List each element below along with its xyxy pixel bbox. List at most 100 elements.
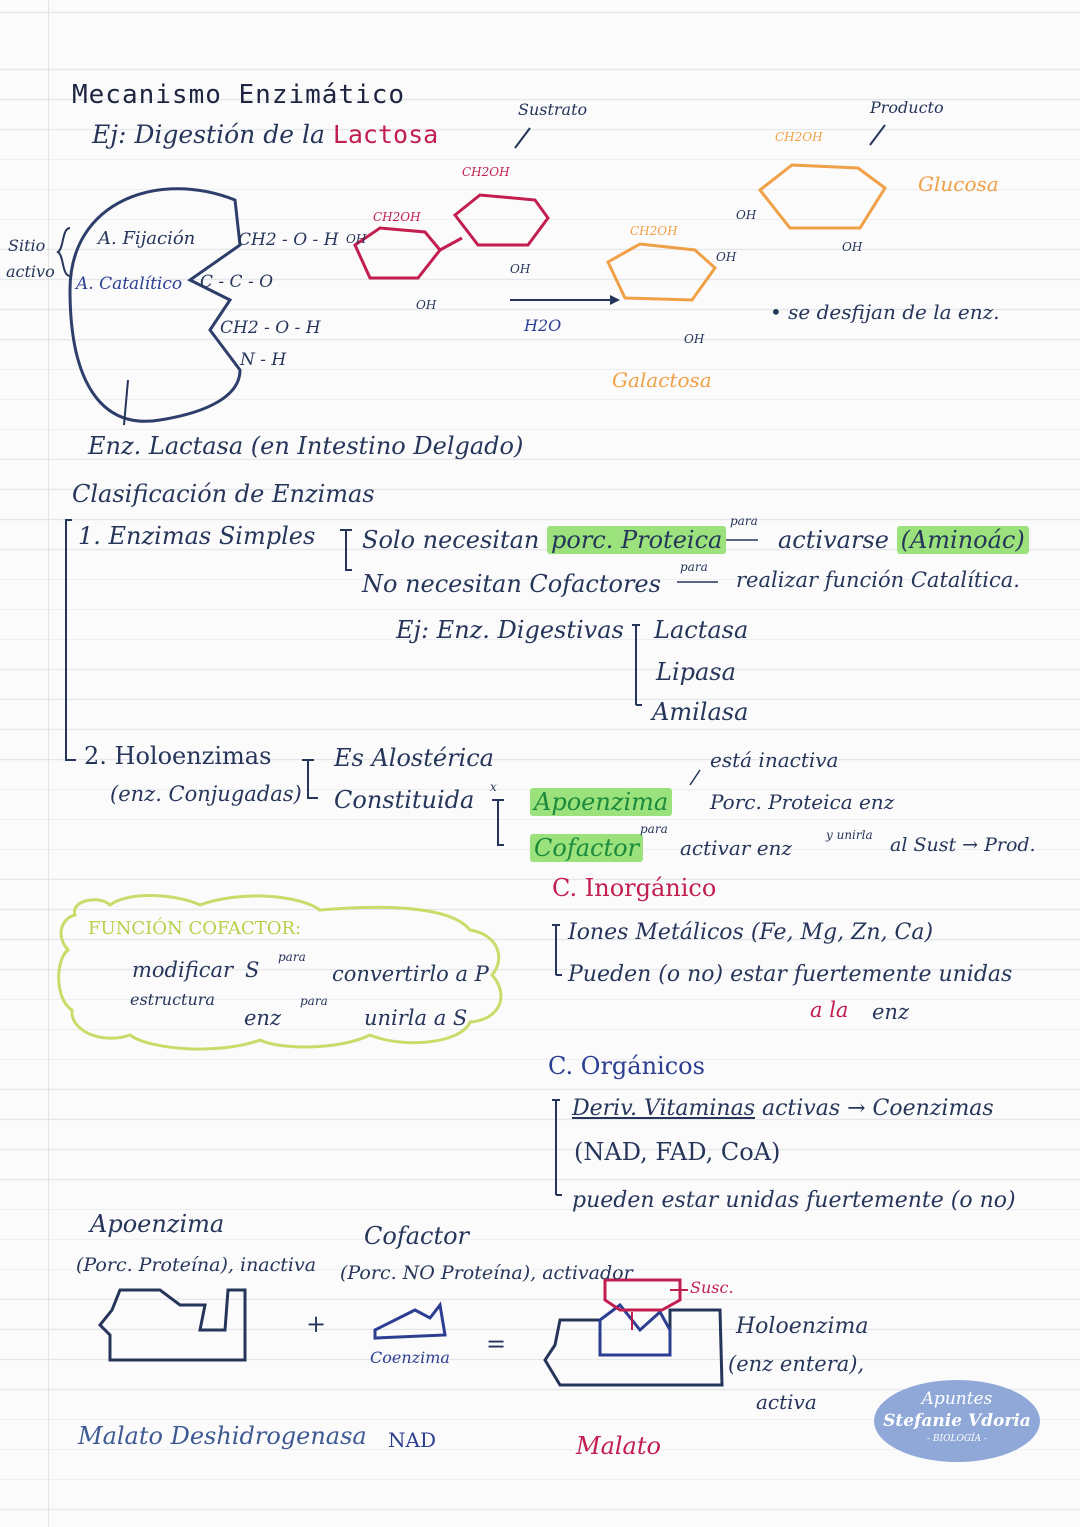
galactosa-label: Galactosa <box>612 368 712 392</box>
inorganico-line3-a: a la <box>810 998 849 1022</box>
coenzima-label: Coenzima <box>370 1348 450 1367</box>
inorganico-line2: Pueden (o no) estar fuertemente unidas <box>568 962 1013 987</box>
stamp-line-2: Stefanie Vdoria <box>883 1411 1031 1431</box>
example-text: Digestión de la <box>134 120 325 149</box>
cof-title: Cofactor <box>364 1222 470 1250</box>
vitaminas: Deriv. Vitaminas <box>572 1096 755 1121</box>
simple-line2-a: No necesitan Cofactores <box>362 570 661 598</box>
classification-bracket <box>65 519 76 761</box>
alosterica: Es Alostérica <box>334 744 494 772</box>
funcion-title: FUNCIÓN COFACTOR: <box>88 918 302 939</box>
stamp-line-1: Apuntes <box>921 1389 993 1409</box>
inorganico-line3-b: enz <box>872 1000 910 1024</box>
holo-text-2: (enz entera), <box>728 1352 865 1376</box>
oh-6: OH <box>736 208 757 222</box>
sitio-brace <box>56 227 71 277</box>
plus-sign: + <box>306 1310 327 1338</box>
glucose-molecule <box>757 163 888 230</box>
oh-5: OH <box>684 332 705 346</box>
para-2: para <box>680 560 708 574</box>
apoenzima-highlight: Apoenzima <box>530 788 673 816</box>
inorganico-line1: Iones Metálicos (Fe, Mg, Zn, Ca) <box>568 920 934 945</box>
oh-4: OH <box>716 250 737 264</box>
holo-sub: (enz. Conjugadas) <box>110 782 302 806</box>
inactiva-note: está inactiva <box>710 748 839 772</box>
ch2oh-label-4: CH2OH <box>775 130 823 144</box>
funcion-line1-c: convertirlo a P <box>332 962 489 986</box>
simple-line1-tail: activarse (Aminoác) <box>778 526 1029 554</box>
apo-sub: (Porc. Proteína), inactiva <box>76 1254 317 1276</box>
aminoac-highlight: (Aminoác) <box>896 526 1029 554</box>
example-prefix: Ej: <box>92 120 127 149</box>
catalitico-label: A. Catalítico <box>76 274 183 294</box>
water-label: H2O <box>524 316 562 335</box>
stamp-line-3: - BIOLOGÍA - <box>927 1434 987 1444</box>
producto-label: Producto <box>870 98 944 117</box>
author-stamp: Apuntes Stefanie Vdoria - BIOLOGÍA - <box>874 1380 1040 1462</box>
organico-line1: Deriv. Vitaminas activas → Coenzimas <box>572 1096 994 1121</box>
sust-label: Susc. <box>690 1278 734 1297</box>
x-mark: x <box>490 780 497 794</box>
enzyme-name: Enz. Lactasa (en Intestino Delgado) <box>88 432 524 460</box>
organico-line2: (NAD, FAD, CoA) <box>574 1138 781 1166</box>
oh-7: OH <box>842 240 863 254</box>
example-line: Ej: Digestión de la Lactosa <box>92 120 438 149</box>
oh-2: OH <box>416 298 437 312</box>
classification-title: Clasificación de Enzimas <box>72 480 375 508</box>
holoenzyme-shape <box>543 1278 724 1387</box>
glucosa-label: Glucosa <box>918 172 999 196</box>
sitio-label: Sitio <box>8 236 46 255</box>
porc-proteica-highlight: porc. Proteica <box>547 526 727 554</box>
funcion-para-2: para <box>300 994 328 1008</box>
apo-title: Apoenzima <box>90 1210 225 1238</box>
funcion-line2-a: enz <box>244 1006 282 1030</box>
sustrato-label: Sustrato <box>518 100 588 119</box>
example-lactasa: Lactasa <box>654 616 749 644</box>
ch2oh-label-3: CH2OH <box>630 224 678 238</box>
page-title: Mecanismo Enzimático <box>72 80 406 110</box>
funcion-line1-b: S <box>245 958 260 982</box>
activarse-text: activarse <box>778 526 889 554</box>
simple-line1: Solo necesitan porc. Proteica <box>362 526 727 554</box>
funcion-line1-a: modificar <box>132 958 234 982</box>
nad-label: NAD <box>388 1428 436 1452</box>
example-lipasa: Lipasa <box>656 658 736 686</box>
funcion-line2-c: unirla a S <box>364 1006 468 1030</box>
organico-title: C. Orgánicos <box>548 1052 705 1080</box>
cof-sub: (Porc. NO Proteína), activador <box>340 1262 633 1284</box>
equals-sign: = <box>486 1330 507 1358</box>
simple-line2-b: realizar función Catalítica. <box>736 568 1020 592</box>
oh-3: OH <box>510 262 531 276</box>
fijacion-label: A. Fijación <box>98 228 196 249</box>
funcion-cloud <box>57 894 503 1051</box>
porc-proteica-enz: Porc. Proteica enz <box>710 790 895 814</box>
ch2oh-top: CH2 - O - H <box>238 230 339 250</box>
simple-example-prefix: Ej: Enz. Digestivas <box>396 616 624 644</box>
activar-enz: activar enz <box>680 836 792 860</box>
simple-line1-a: Solo necesitan <box>362 526 540 554</box>
example-amilasa: Amilasa <box>652 698 749 726</box>
holo-text-1: Holoenzima <box>736 1314 869 1339</box>
para-1: para <box>730 514 758 528</box>
activo-label: activo <box>6 262 55 281</box>
inorganico-title: C. Inorgánico <box>552 874 717 902</box>
galactose-molecule <box>606 242 718 302</box>
al-sust: al Sust → Prod. <box>890 834 1036 856</box>
ch2oh-label-1: CH2OH <box>373 210 421 224</box>
oh-1: OH <box>346 232 367 246</box>
ch2oh-label-2: CH2OH <box>462 165 510 179</box>
desfijan-note: • se desfijan de la enz. <box>770 300 1000 324</box>
ch2oh-bottom: CH2 - O - H <box>220 318 321 338</box>
activas-coenzimas: activas → Coenzimas <box>761 1096 994 1121</box>
organico-line3: pueden estar unidas fuertemente (o no) <box>572 1188 1016 1213</box>
holo-text-3: activa <box>756 1390 817 1414</box>
lactose-molecule <box>353 193 550 280</box>
malato-deshidrogenasa: Malato Deshidrogenasa <box>78 1422 367 1450</box>
para-3: para <box>640 822 668 836</box>
y-unirla: y unirla <box>826 828 873 842</box>
enzyme-shape <box>68 187 242 423</box>
malato-label: Malato <box>576 1432 661 1460</box>
margin-line <box>48 0 49 1527</box>
